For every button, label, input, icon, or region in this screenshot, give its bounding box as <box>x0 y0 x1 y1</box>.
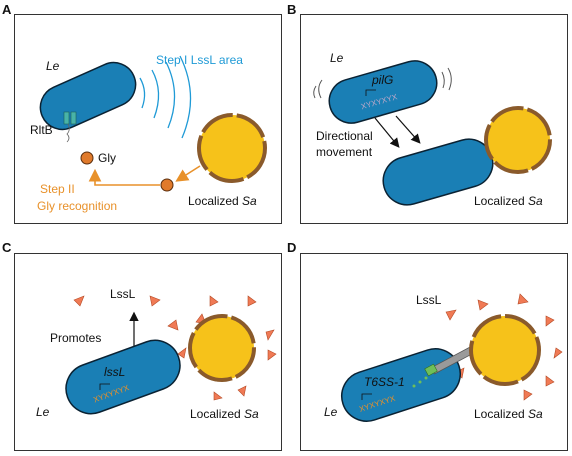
gly-molecule-bound <box>80 151 94 165</box>
panel-label-a: A <box>2 2 12 17</box>
motion-marks-b <box>313 67 452 99</box>
lssl-triangles-d <box>445 293 563 401</box>
lssl-signal-arcs <box>139 55 192 139</box>
sa-cell-a <box>197 113 267 183</box>
promotes-label: Promotes <box>50 331 101 345</box>
panel-label-c: C <box>2 240 12 255</box>
gly-recognition-arrow <box>88 168 160 186</box>
panel-c: LssL Promotes lssL XYXYXYX Le Localized … <box>36 287 277 421</box>
localized-sa-label-b: Localized Sa <box>474 194 543 208</box>
localized-sa-label-d: Localized Sa <box>474 407 543 421</box>
step2-label-line1: Step II <box>40 182 75 196</box>
rltb-receptor <box>63 111 77 143</box>
le-cell-c <box>65 339 181 415</box>
sa-cell-d <box>469 314 541 386</box>
gly-arrow-from-sa <box>175 165 201 182</box>
movement-label-line1: Directional <box>316 129 373 143</box>
sa-cell-b <box>484 106 552 174</box>
le-label-d: Le <box>324 405 338 419</box>
rltb-label: RltB <box>30 123 53 137</box>
lssl-label-c: LssL <box>110 287 136 301</box>
t6ss-gene-bracket <box>361 393 372 400</box>
panel-label-d: D <box>287 240 297 255</box>
pilg-label: pilG <box>371 73 393 87</box>
pilg-bracket <box>365 89 376 96</box>
lssl-label-d: LssL <box>416 293 442 307</box>
panel-label-b: B <box>287 2 297 17</box>
t6ss-gene-label: T6SS-1 <box>364 375 405 389</box>
le-label-a: Le <box>46 59 60 73</box>
lssl-gene-label: lssL <box>104 365 125 379</box>
t6ss-apparatus <box>412 344 478 388</box>
localized-sa-label-a: Localized Sa <box>188 194 257 208</box>
movement-label-line2: movement <box>316 145 373 159</box>
panel-b-frame <box>300 14 568 224</box>
gly-molecule-released <box>160 178 174 192</box>
panel-d-frame <box>300 253 568 451</box>
le-cell-b-start <box>328 60 438 124</box>
panel-a: Le Step I LssL area RltB Gly Step II Gly… <box>30 53 267 213</box>
step2-label-line2: Gly recognition <box>37 199 117 213</box>
sa-cell-c <box>188 314 256 382</box>
panel-d: LssL T6SS-1 XYXYXYX Le Localized Sa <box>324 293 563 422</box>
gly-label: Gly <box>98 151 116 165</box>
step1-label: Step I LssL area <box>156 53 243 67</box>
panel-c-frame <box>14 253 282 451</box>
le-label-b: Le <box>330 51 344 65</box>
localized-sa-label-c: Localized Sa <box>190 407 259 421</box>
movement-arrow-1 <box>374 117 400 148</box>
panel-a-frame <box>14 14 282 224</box>
le-label-c: Le <box>36 405 50 419</box>
panel-b: Le pilG XYXYXYX Directional movement Loc… <box>313 51 552 208</box>
lssl-gene-bracket <box>99 383 110 390</box>
movement-arrow-2 <box>395 115 421 144</box>
